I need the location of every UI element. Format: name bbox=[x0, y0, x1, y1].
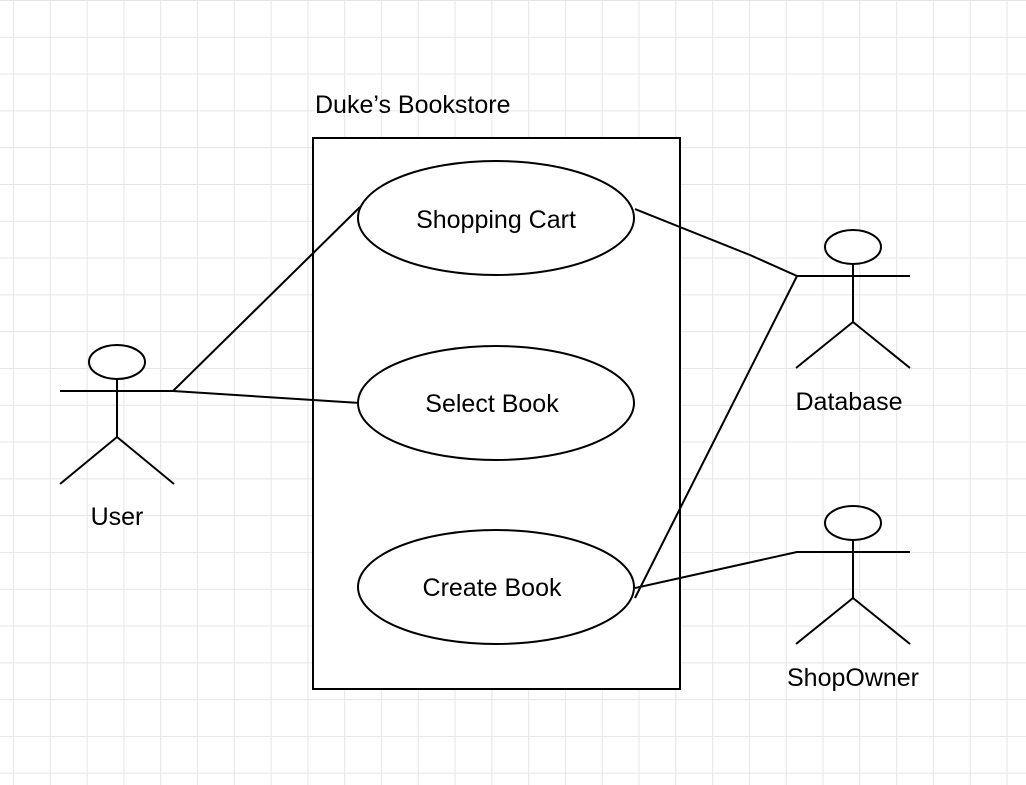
assoc-shopping-cart-database[interactable] bbox=[634, 208, 798, 277]
actor-database[interactable]: Database bbox=[795, 229, 911, 416]
actor-left-leg bbox=[795, 321, 854, 369]
use-case-label: Shopping Cart bbox=[416, 206, 576, 234]
actor-label: Database bbox=[795, 388, 902, 416]
actor-left-leg bbox=[59, 436, 118, 485]
use-case-label: Select Book bbox=[425, 390, 559, 418]
actor-label: ShopOwner bbox=[787, 664, 919, 692]
actor-head bbox=[88, 344, 146, 380]
actor-head bbox=[824, 229, 882, 265]
actor-head bbox=[824, 505, 882, 541]
system-name: Duke’s Bookstore bbox=[315, 91, 510, 119]
actor-right-leg bbox=[852, 321, 911, 369]
actor-left-leg bbox=[795, 597, 854, 645]
actor-right-leg bbox=[116, 436, 175, 485]
use-case-select-book[interactable]: Select Book bbox=[357, 345, 635, 461]
assoc-create-book-shopowner[interactable] bbox=[634, 551, 798, 589]
actor-right-leg bbox=[852, 597, 911, 645]
actor-user[interactable]: User bbox=[59, 344, 175, 531]
assoc-user-select-book[interactable] bbox=[172, 390, 361, 404]
use-case-label: Create Book bbox=[423, 574, 562, 602]
assoc-user-shopping-cart[interactable] bbox=[172, 206, 361, 392]
actor-label: User bbox=[91, 503, 144, 531]
assoc-create-book-database[interactable] bbox=[634, 275, 798, 599]
use-case-shopping-cart[interactable]: Shopping Cart bbox=[357, 160, 635, 276]
actor-shopowner[interactable]: ShopOwner bbox=[787, 505, 919, 692]
use-case-create-book[interactable]: Create Book bbox=[357, 529, 635, 645]
